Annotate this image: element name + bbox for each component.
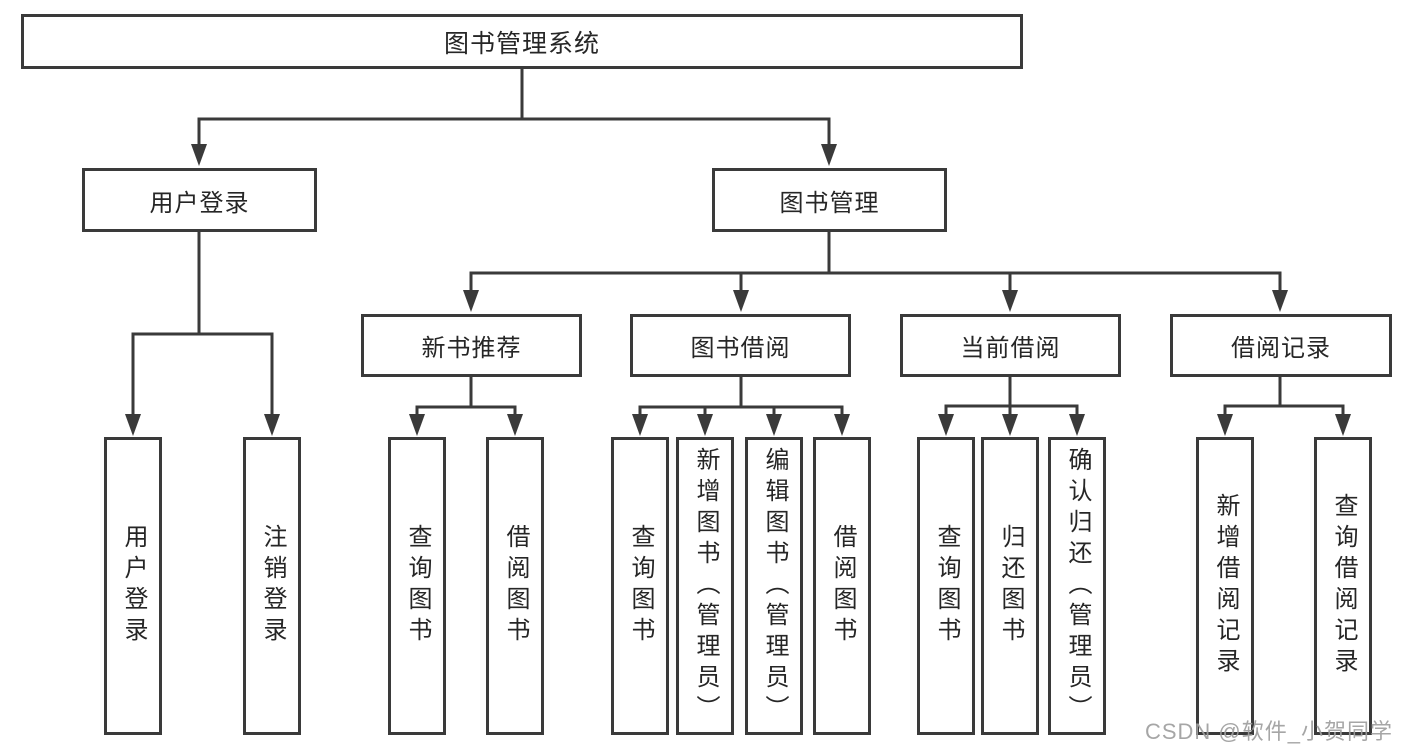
- leaf-query-books-current: 查询图书: [917, 437, 975, 735]
- leaf-logout: 注销登录: [243, 437, 301, 735]
- node-user-login: 用户登录: [82, 168, 317, 232]
- leaf-query-books-borrow: 查询图书: [611, 437, 669, 735]
- leaf-return-books: 归还图书: [981, 437, 1039, 735]
- leaf-add-borrow-record: 新增借阅记录: [1196, 437, 1254, 735]
- leaf-borrow-books-borrow: 借阅图书: [813, 437, 871, 735]
- node-borrow-records: 借阅记录: [1170, 314, 1392, 377]
- leaf-add-book-admin: 新增图书（管理员）: [676, 437, 734, 735]
- node-root-system: 图书管理系统: [21, 14, 1023, 69]
- leaf-edit-book-admin: 编辑图书（管理员）: [745, 437, 803, 735]
- node-book-management: 图书管理: [712, 168, 947, 232]
- arrowheads: [125, 144, 1351, 436]
- leaf-query-books-recommend: 查询图书: [388, 437, 446, 735]
- leaf-confirm-return-admin: 确认归还（管理员）: [1048, 437, 1106, 735]
- node-current-borrow: 当前借阅: [900, 314, 1121, 377]
- watermark: CSDN @软件_小贺同学: [1144, 719, 1393, 744]
- leaf-borrow-books-recommend: 借阅图书: [486, 437, 544, 735]
- node-new-book-recommend: 新书推荐: [361, 314, 582, 377]
- leaf-user-login: 用户登录: [104, 437, 162, 735]
- leaf-query-borrow-record: 查询借阅记录: [1314, 437, 1372, 735]
- node-book-borrow: 图书借阅: [630, 314, 851, 377]
